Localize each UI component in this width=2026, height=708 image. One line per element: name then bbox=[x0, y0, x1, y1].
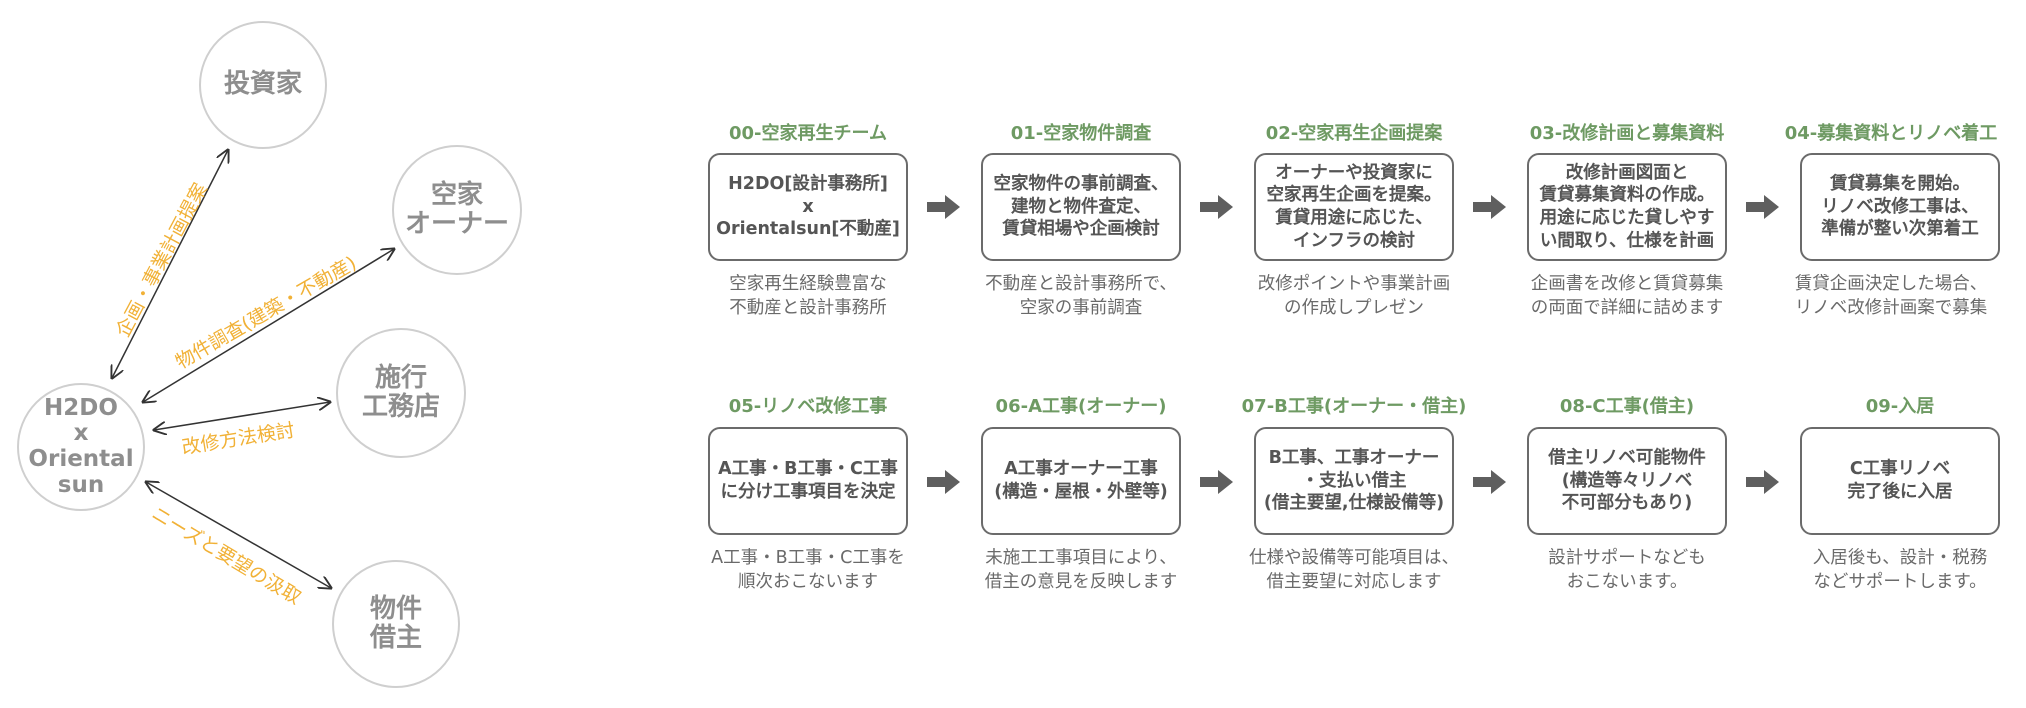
step-title: 02-空家再生企画提案 bbox=[1265, 123, 1443, 144]
step-box: 借主リノベ可能物件 (構造等々リノベ 不可部分もあり) bbox=[1527, 427, 1727, 535]
right-arrow-icon bbox=[1473, 470, 1506, 494]
step-title: 00-空家再生チーム bbox=[729, 123, 887, 144]
right-arrow-icon bbox=[927, 470, 960, 494]
step-box: C工事リノベ 完了後に入居 bbox=[1800, 427, 2000, 535]
step-title: 08-C工事(借主) bbox=[1559, 396, 1695, 417]
step-description: A工事・B工事・C工事を 順次おこないます bbox=[711, 548, 905, 592]
center-node-h2do-orientalsun: H2DO x Oriental sun bbox=[17, 383, 145, 511]
node-vacant-owner: 空家 オーナー bbox=[392, 145, 522, 275]
step-box: 賃貸募集を開始。 リノベ改修工事は、 準備が整い次第着工 bbox=[1800, 153, 2000, 261]
right-arrow-icon bbox=[1746, 470, 1779, 494]
node-contractor: 施行 工務店 bbox=[336, 328, 466, 458]
step-description: 入居後も、設計・税務 などサポートします。 bbox=[1812, 548, 1988, 592]
step-title: 09-入居 bbox=[1865, 396, 1935, 417]
connector-tenant bbox=[146, 482, 331, 588]
step-title: 06-A工事(オーナー) bbox=[995, 396, 1167, 417]
step-box: オーナーや投資家に 空家再生企画を提案。 賃貸用途に応じた、 インフラの検討 bbox=[1254, 153, 1454, 261]
node-tenant: 物件 借主 bbox=[332, 560, 460, 688]
step-box: H2DO[設計事務所] x Orientalsun[不動産] bbox=[708, 153, 908, 261]
step-description: 改修ポイントや事業計画 の作成しプレゼン bbox=[1257, 274, 1451, 318]
step-description: 設計サポートなども おこないます。 bbox=[1548, 548, 1706, 592]
right-arrow-icon bbox=[1200, 195, 1233, 219]
right-arrow-icon bbox=[1200, 470, 1233, 494]
step-description: 企画書を改修と賃貸募集 の両面で詳細に詰めます bbox=[1530, 274, 1724, 318]
step-box: A工事オーナー工事 (構造・屋根・外壁等) bbox=[981, 427, 1181, 535]
step-box: 改修計画図面と 賃貸募集資料の作成。 用途に応じた貸しやす い間取り、仕様を計画 bbox=[1527, 153, 1727, 261]
connector-vacant-owner bbox=[143, 249, 394, 402]
step-description: 空家再生経験豊富な 不動産と設計事務所 bbox=[729, 274, 887, 318]
step-title: 01-空家物件調査 bbox=[1010, 123, 1152, 144]
right-arrow-icon bbox=[1746, 195, 1779, 219]
step-title: 03-改修計画と募集資料 bbox=[1529, 123, 1725, 144]
step-box: 空家物件の事前調査、 建物と物件査定、 賃貸相場や企画検討 bbox=[981, 153, 1181, 261]
step-title: 07-B工事(オーナー・借主) bbox=[1241, 396, 1467, 417]
step-box: B工事、工事オーナー ・支払い借主 (借主要望,仕様設備等) bbox=[1254, 427, 1454, 535]
right-arrow-icon bbox=[1473, 195, 1506, 219]
step-description: 未施工工事項目により、 借主の意見を反映します bbox=[984, 548, 1178, 592]
step-box: A工事・B工事・C工事 に分け工事項目を決定 bbox=[708, 427, 908, 535]
right-arrow-icon bbox=[927, 195, 960, 219]
step-title: 05-リノベ改修工事 bbox=[728, 396, 888, 417]
step-title: 04-募集資料とリノベ着工 bbox=[1784, 123, 1998, 144]
node-investor: 投資家 bbox=[199, 21, 327, 149]
step-description: 仕様や設備等可能項目は、 借主要望に対応します bbox=[1249, 548, 1459, 592]
step-description: 不動産と設計事務所で、 空家の事前調査 bbox=[985, 274, 1177, 318]
step-description: 賃貸企画決定した場合、 リノベ改修計画案で募集 bbox=[1794, 274, 1988, 318]
connector-contractor bbox=[154, 402, 330, 430]
